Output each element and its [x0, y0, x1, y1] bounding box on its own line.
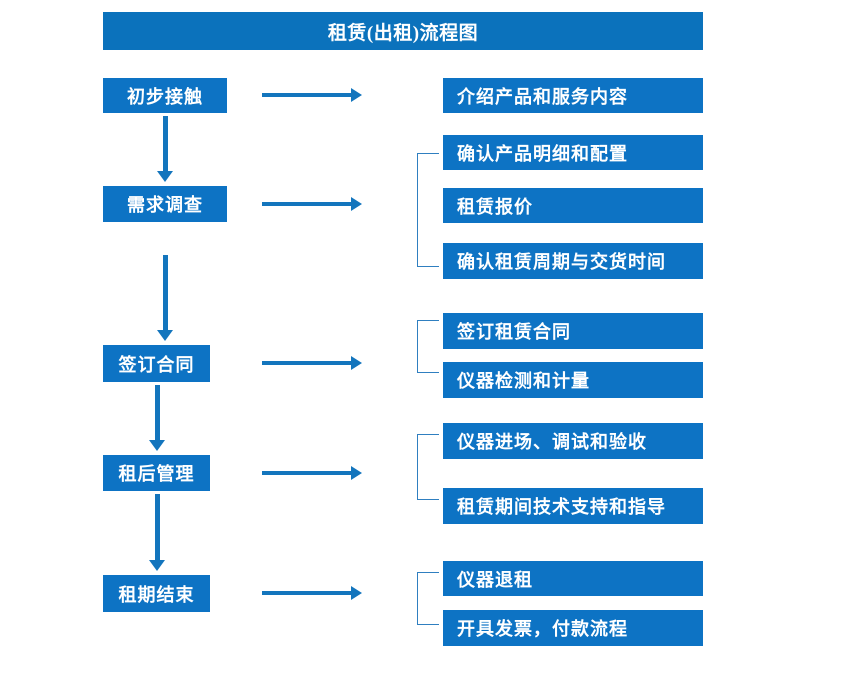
bracket-connector-group-4 [417, 434, 439, 500]
detail-box-9[interactable]: 仪器退租 [443, 561, 703, 596]
bracket-connector-group-3 [417, 320, 439, 373]
detail-box-3[interactable]: 租赁报价 [443, 188, 703, 223]
down-arrow-icon-3 [149, 385, 165, 451]
detail-box-1[interactable]: 介绍产品和服务内容 [443, 78, 703, 113]
down-arrow-icon-2 [157, 255, 173, 341]
stage-box-2[interactable]: 需求调查 [103, 186, 227, 222]
detail-box-2[interactable]: 确认产品明细和配置 [443, 135, 703, 170]
right-arrow-icon-5 [262, 586, 362, 600]
right-arrow-icon-4 [262, 466, 362, 480]
detail-box-7[interactable]: 仪器进场、调试和验收 [443, 423, 703, 459]
down-arrow-icon-4 [149, 494, 165, 571]
right-arrow-icon-2 [262, 197, 362, 211]
stage-box-4[interactable]: 租后管理 [103, 455, 210, 491]
stage-box-5[interactable]: 租期结束 [103, 575, 210, 612]
bracket-connector-group-2 [417, 153, 439, 267]
right-arrow-icon-1 [262, 88, 362, 102]
bracket-connector-group-5 [417, 572, 439, 625]
right-arrow-icon-3 [262, 356, 362, 370]
detail-box-10[interactable]: 开具发票，付款流程 [443, 610, 703, 646]
detail-box-5[interactable]: 签订租赁合同 [443, 313, 703, 349]
flowchart-title: 租赁(出租)流程图 [103, 12, 703, 50]
down-arrow-icon-1 [157, 116, 173, 182]
detail-box-8[interactable]: 租赁期间技术支持和指导 [443, 488, 703, 524]
detail-box-4[interactable]: 确认租赁周期与交货时间 [443, 243, 703, 279]
stage-box-1[interactable]: 初步接触 [103, 78, 227, 113]
stage-box-3[interactable]: 签订合同 [103, 345, 210, 382]
detail-box-6[interactable]: 仪器检测和计量 [443, 362, 703, 398]
